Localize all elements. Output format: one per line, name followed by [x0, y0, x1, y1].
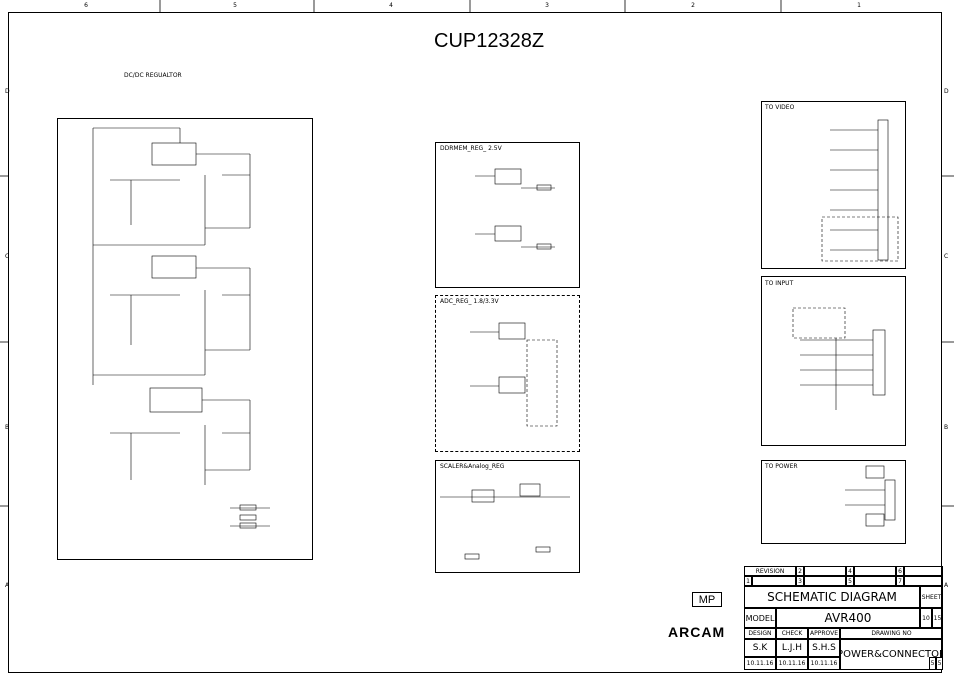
- row-letter: A: [944, 582, 949, 589]
- page-a: 5: [929, 657, 936, 670]
- drawing-no-label: DRAWING NO: [840, 628, 943, 639]
- model-value: AVR400: [776, 608, 920, 628]
- design-label: DESIGN: [744, 628, 776, 639]
- to-power-block: [761, 460, 906, 544]
- row-letter: B: [944, 424, 949, 431]
- rev-cell: [904, 566, 943, 576]
- row-letter: B: [5, 424, 10, 431]
- rev-num: 2: [796, 566, 804, 576]
- drawing-frame: [8, 12, 942, 673]
- design-value: S.K: [744, 639, 776, 657]
- col-number: 4: [389, 2, 393, 9]
- approve-label: APPROVE: [808, 628, 840, 639]
- rev-cell: [904, 576, 943, 586]
- col-number: 2: [691, 2, 695, 9]
- sheet-number: 10: [920, 608, 932, 628]
- rev-num: 5: [846, 576, 854, 586]
- drawing-title: CUP12328Z: [434, 30, 545, 52]
- approve-value: S.H.S: [808, 639, 840, 657]
- dcdc-label: DC/DC REGUALTOR: [124, 72, 182, 79]
- rev-num: 4: [846, 566, 854, 576]
- col-number: 6: [84, 2, 88, 9]
- sheet-total: 15: [932, 608, 943, 628]
- check-label: CHECK: [776, 628, 808, 639]
- ddrmem-label: DDRMEM_REG_ 2.5V: [440, 145, 502, 152]
- design-date: 10.11.16: [744, 657, 776, 670]
- rev-cell: [752, 576, 796, 586]
- sheet-label: SHEET: [920, 586, 943, 608]
- rev-cell: [804, 566, 846, 576]
- ddrmem-block: [435, 142, 580, 288]
- row-letter: D: [5, 88, 10, 95]
- check-date: 10.11.16: [776, 657, 808, 670]
- rev-cell: [804, 576, 846, 586]
- model-label: MODEL: [744, 608, 776, 628]
- rev-num: 1: [744, 576, 752, 586]
- arcam-logo: ARCAM: [668, 624, 726, 640]
- drawing-value: POWER&CONNECTOR: [840, 639, 943, 670]
- row-letter: C: [5, 253, 10, 260]
- revision-label: REVISION: [744, 566, 796, 576]
- to-input-block: [761, 276, 906, 446]
- col-number: 5: [233, 2, 237, 9]
- to-video-block: [761, 101, 906, 269]
- col-number: 1: [857, 2, 861, 9]
- rev-num: 3: [796, 576, 804, 586]
- rev-num: 7: [896, 576, 904, 586]
- rev-num: 6: [896, 566, 904, 576]
- to-input-label: TO INPUT: [765, 280, 794, 287]
- scaler-block: [435, 460, 580, 573]
- schematic-title: SCHEMATIC DIAGRAM: [744, 586, 920, 608]
- rev-cell: [854, 576, 896, 586]
- dcdc-block: [57, 118, 313, 560]
- scaler-label: SCALER&Analog_REG: [440, 463, 505, 470]
- row-letter: D: [944, 88, 949, 95]
- to-power-label: TO POWER: [765, 463, 798, 470]
- to-video-label: TO VIDEO: [765, 104, 795, 111]
- adc-label: ADC_REG_ 1.8/3.3V: [440, 298, 499, 305]
- approve-date: 10.11.16: [808, 657, 840, 670]
- check-value: L.J.H: [776, 639, 808, 657]
- col-number: 3: [545, 2, 549, 9]
- rev-cell: [854, 566, 896, 576]
- adc-block: [435, 295, 580, 452]
- mp-stamp: MP: [692, 592, 722, 607]
- row-letter: A: [5, 582, 10, 589]
- page-b: 5: [936, 657, 943, 670]
- row-letter: C: [944, 253, 949, 260]
